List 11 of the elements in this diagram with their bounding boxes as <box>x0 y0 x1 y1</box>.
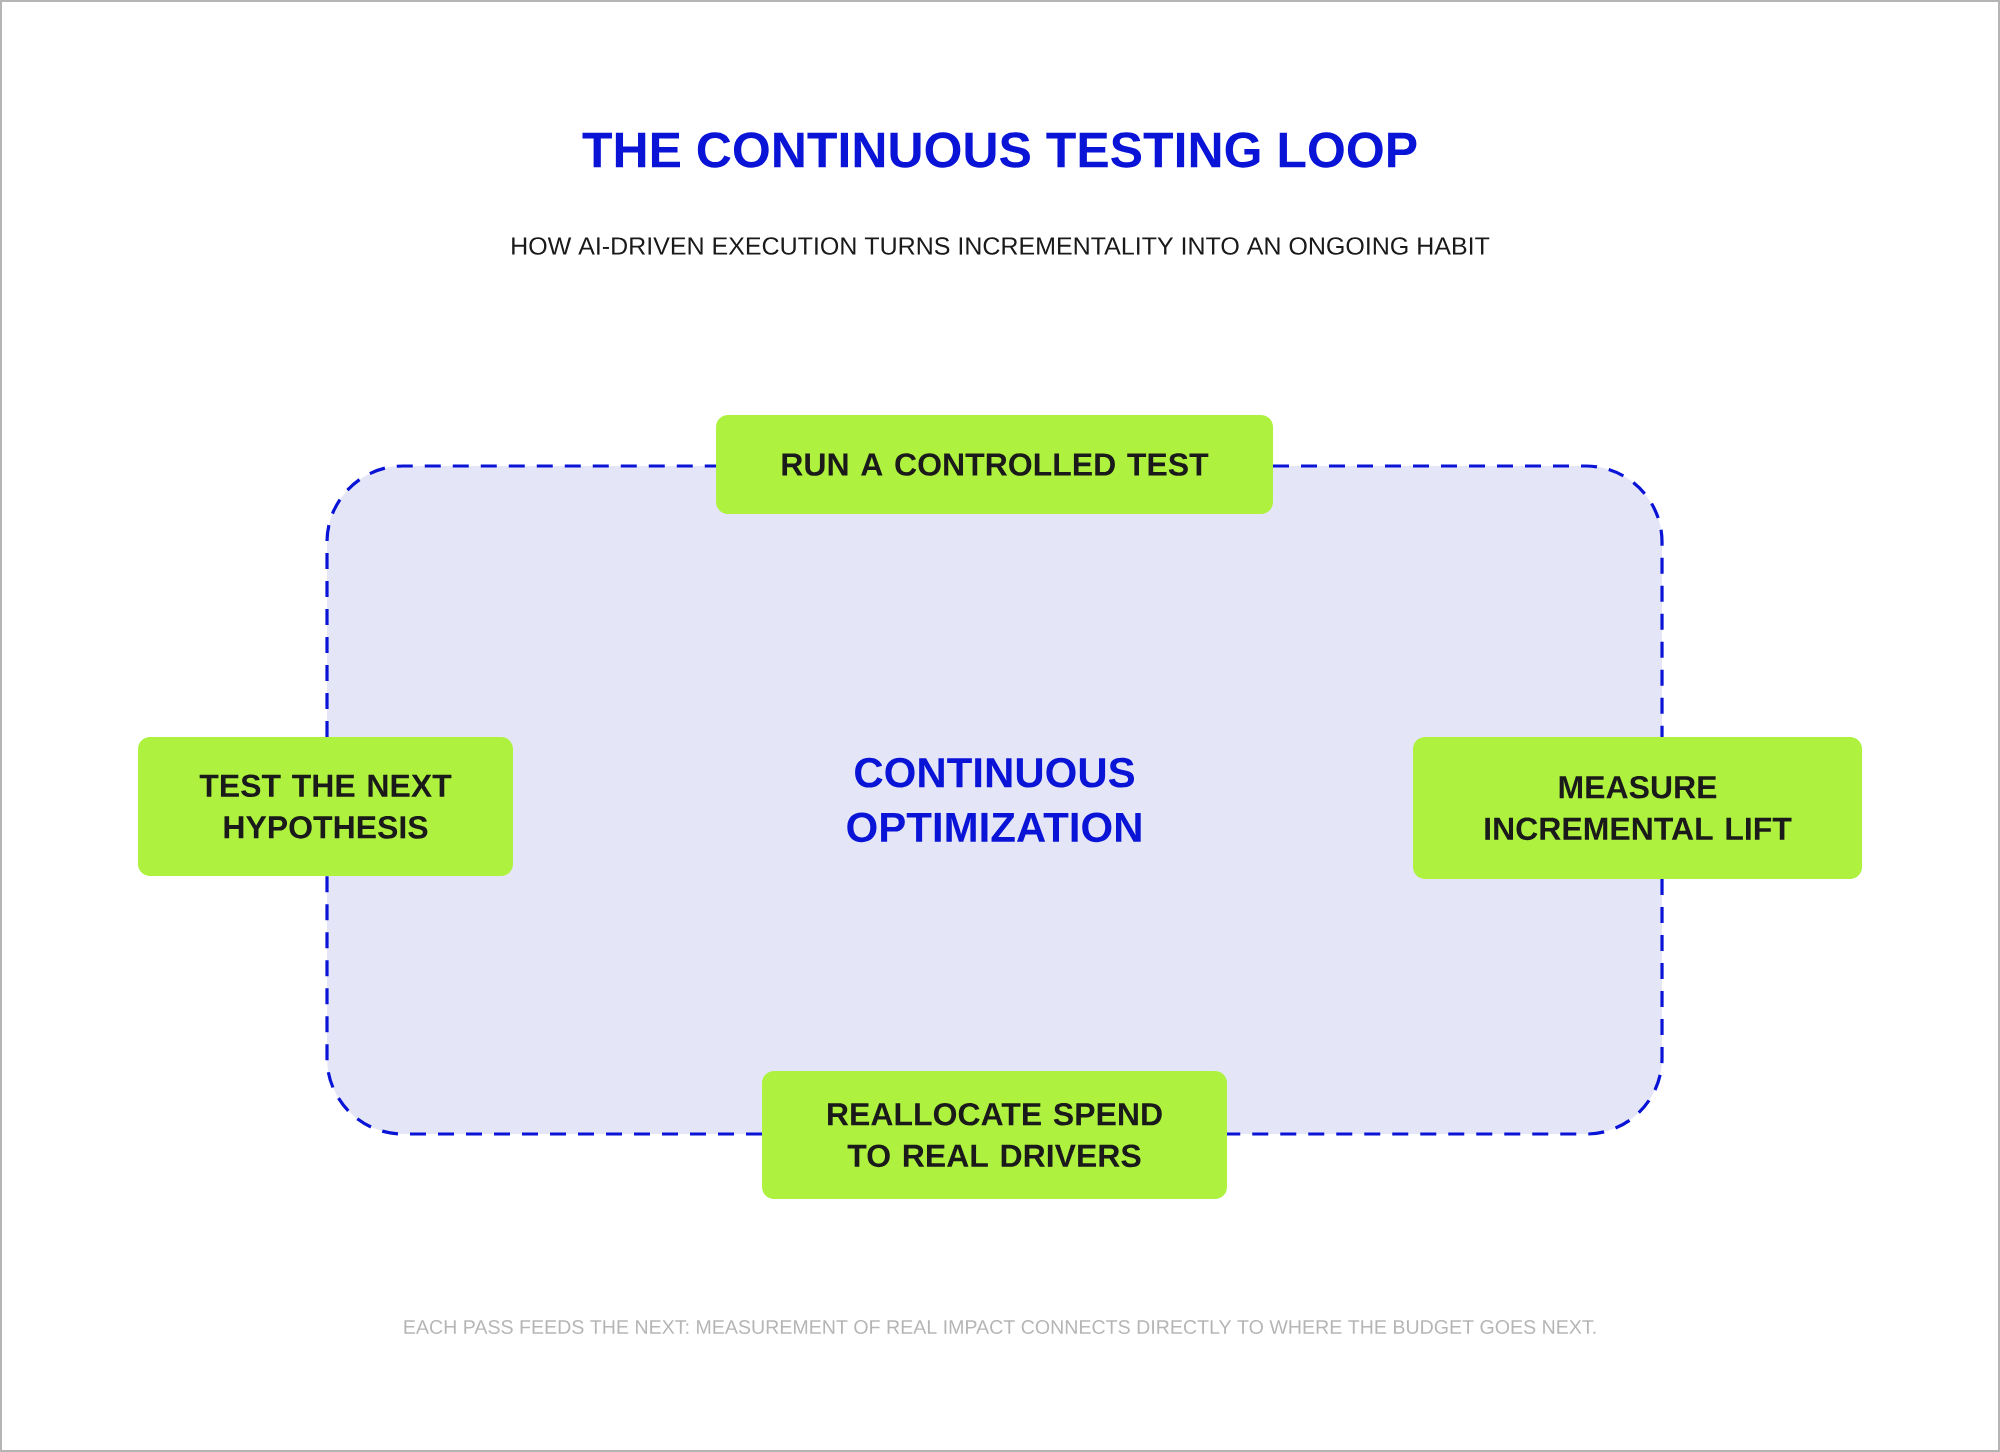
step-box: REALLOCATE SPEND TO REAL DRIVERS <box>762 1071 1227 1199</box>
step-box: RUN A CONTROLLED TEST <box>716 415 1273 514</box>
step-box: MEASURE INCREMENTAL LIFT <box>1413 737 1863 879</box>
title: THE CONTINUOUS TESTING LOOP <box>582 132 1417 168</box>
dashed-connector <box>325 464 716 737</box>
caption: EACH PASS FEEDS THE NEXT: MEASUREMENT OF REAL IMPACT CONNECTS DIRECTLY TO WHERE THE BUDGET GOES NEXT. <box>404 1320 1596 1334</box>
step-box: TEST THE NEXT HYPOTHESIS <box>138 737 513 876</box>
dashed-connector <box>1227 879 1664 1136</box>
subtitle: HOW AI-DRIVEN EXECUTION TURNS INCREMENTALITY INTO AN ONGOING HABIT <box>512 237 1490 255</box>
dashed-connector <box>325 876 762 1136</box>
dashed-connector <box>1273 464 1664 737</box>
